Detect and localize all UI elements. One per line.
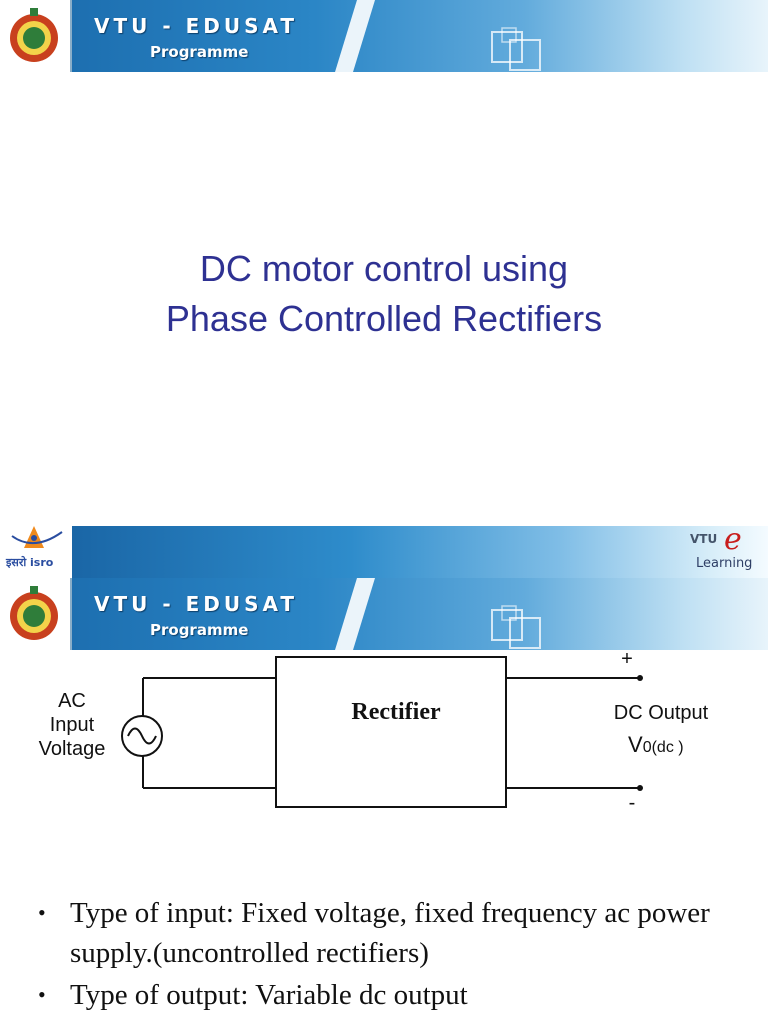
diagram-lines [121,656,643,808]
bullet-text: Type of output: Variable dc output [70,979,468,1011]
plus-terminal-label: + [621,648,633,670]
vtu-logo [0,578,72,650]
output-v-symbol: V [628,732,643,757]
bullet-list: • Type of input: Fixed voltage, fixed fre… [38,893,738,1017]
bullet-text: Type of input: Fixed voltage, fixed freq… [70,897,710,969]
bullet-dot-icon: • [38,982,46,1007]
sine-wave-icon [127,727,157,745]
rectifier-box [275,656,507,808]
banner-subtitle: Programme [150,621,249,639]
isro-logo-icon [11,526,63,548]
banner-stripe [72,0,768,72]
ac-label-line-2: Input [49,714,95,736]
ac-input-label: AC Input Voltage [30,689,114,761]
banner-brand-text: VTU - EDUSAT [94,592,299,616]
banner-slash-decoration [335,0,375,72]
output-v-subscript: 0(dc ) [642,739,684,756]
slide-title: DC motor control using Phase Controlled … [0,244,768,344]
bullet-item: • Type of input: Fixed voltage, fixed fre… [38,893,738,973]
elearning-header [0,522,768,578]
title-line-2: Phase Controlled Rectifiers [165,298,603,339]
header-gradient-band [72,526,768,578]
rectifier-block-diagram: AC Input Voltage Rectifier + - DC Output… [0,645,768,820]
vtu-emblem-icon [10,8,58,62]
vtu-elearning-logo: VTU e Learning [690,522,752,571]
output-voltage-label: V0(dc ) [628,733,728,760]
banner-stripe [72,578,768,650]
banner-subtitle: Programme [150,43,249,61]
bullet-item: • Type of output: Variable dc output [38,975,738,1015]
bullet-dot-icon: • [38,900,46,925]
vtu-logo [0,0,72,72]
elearn-vtu-text: VTU [690,532,718,546]
ac-label-line-3: Voltage [38,738,106,760]
overlapping-squares-icon [491,605,541,649]
elearn-learning-text: Learning [696,556,753,571]
overlapping-squares-icon [491,27,541,71]
banner-slash-decoration [335,578,375,650]
dc-output-label: DC Output [613,702,709,724]
output-bottom-terminal [637,785,643,791]
title-line-1: DC motor control using [199,248,569,289]
elearn-e-mark: e [724,522,742,557]
output-top-terminal [637,675,643,681]
vtu-banner-top: VTU - EDUSAT Programme [0,0,768,72]
isro-text: इसरो isro [6,556,54,569]
vtu-banner-second: VTU - EDUSAT Programme [0,578,768,650]
rectifier-label: Rectifier [351,699,441,725]
ac-label-line-1: AC [58,690,86,712]
banner-brand-text: VTU - EDUSAT [94,14,299,38]
minus-terminal-label: - [628,792,636,814]
vtu-emblem-icon [10,586,58,640]
